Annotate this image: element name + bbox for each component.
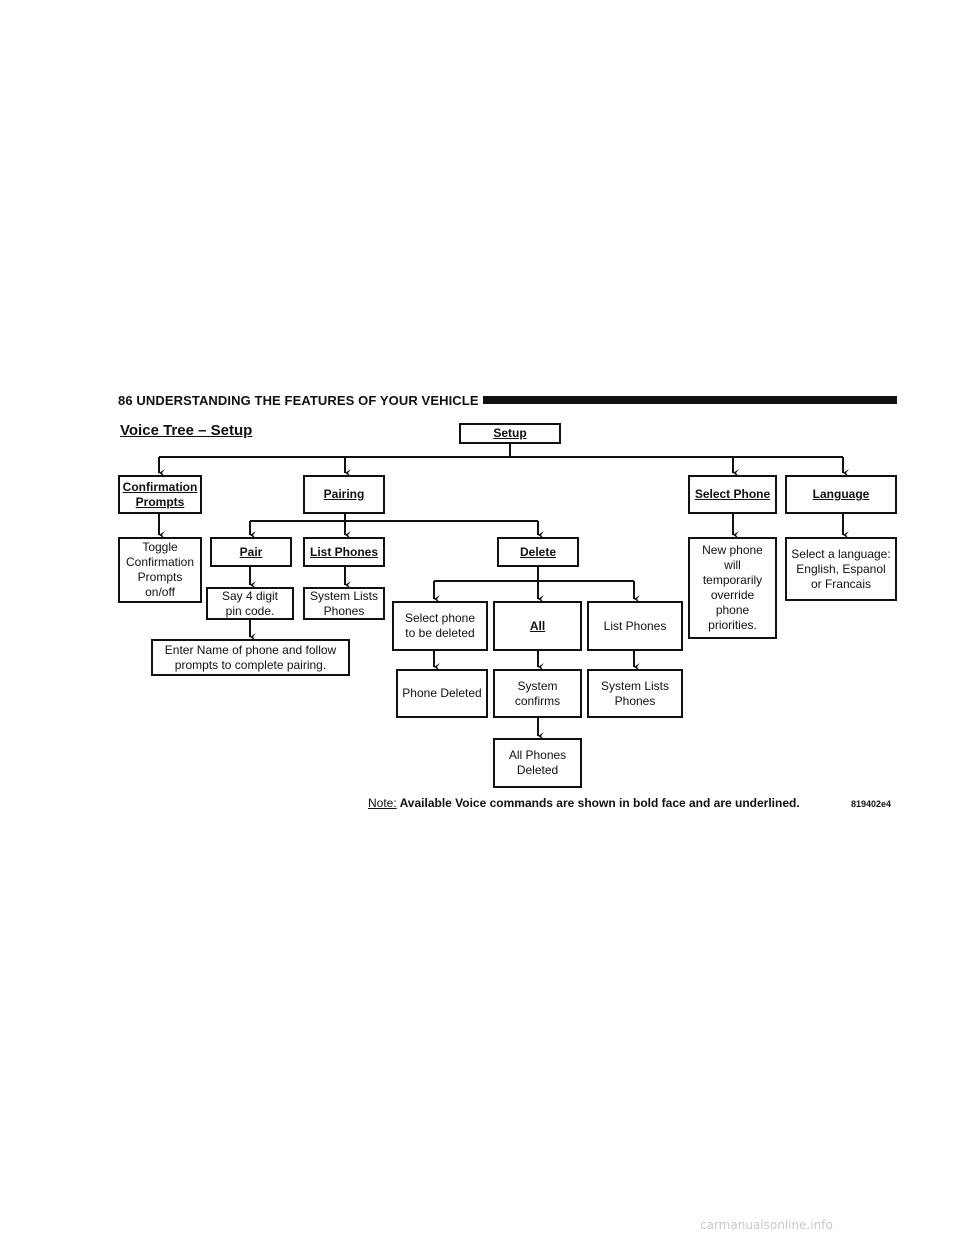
- node-all-phones-deleted: All Phones Deleted: [493, 738, 582, 788]
- page-header: 86 UNDERSTANDING THE FEATURES OF YOUR VE…: [118, 393, 479, 408]
- node-confirmation-prompts: Confirmation Prompts: [118, 475, 202, 514]
- node-select-language: Select a language: English, Espanol or F…: [785, 537, 897, 601]
- watermark: carmanualsonline.info: [700, 1218, 833, 1232]
- node-list-phones: List Phones: [587, 601, 683, 651]
- node-system-lists-phones-2: System Lists Phones: [587, 669, 683, 718]
- figure-code: 819402e4: [851, 799, 892, 809]
- node-system-confirms: System confirms: [493, 669, 582, 718]
- node-select-phone: Select Phone: [688, 475, 777, 514]
- node-select-phone-delete: Select phone to be deleted: [392, 601, 488, 651]
- node-delete: Delete: [497, 537, 579, 567]
- note-text: Available Voice commands are shown in bo…: [396, 796, 800, 810]
- diagram-title: Voice Tree – Setup: [120, 422, 253, 439]
- note-label: Note:: [368, 796, 397, 810]
- node-say-pin: Say 4 digit pin code.: [206, 587, 294, 620]
- node-enter-name: Enter Name of phone and follow prompts t…: [151, 639, 350, 676]
- node-language: Language: [785, 475, 897, 514]
- diagram-note: Note: Available Voice commands are shown…: [368, 796, 800, 810]
- node-list-phones-cmd: List Phones: [303, 537, 385, 567]
- node-setup: Setup: [459, 423, 561, 444]
- node-phone-deleted: Phone Deleted: [396, 669, 488, 718]
- node-pairing: Pairing: [303, 475, 385, 514]
- node-new-phone-override: New phone will temporarily override phon…: [688, 537, 777, 639]
- node-pair: Pair: [210, 537, 292, 567]
- node-system-lists-phones-1: System Lists Phones: [303, 587, 385, 620]
- node-all: All: [493, 601, 582, 651]
- header-rule: [483, 396, 897, 404]
- node-toggle-confirmation: Toggle Confirmation Prompts on/off: [118, 537, 202, 603]
